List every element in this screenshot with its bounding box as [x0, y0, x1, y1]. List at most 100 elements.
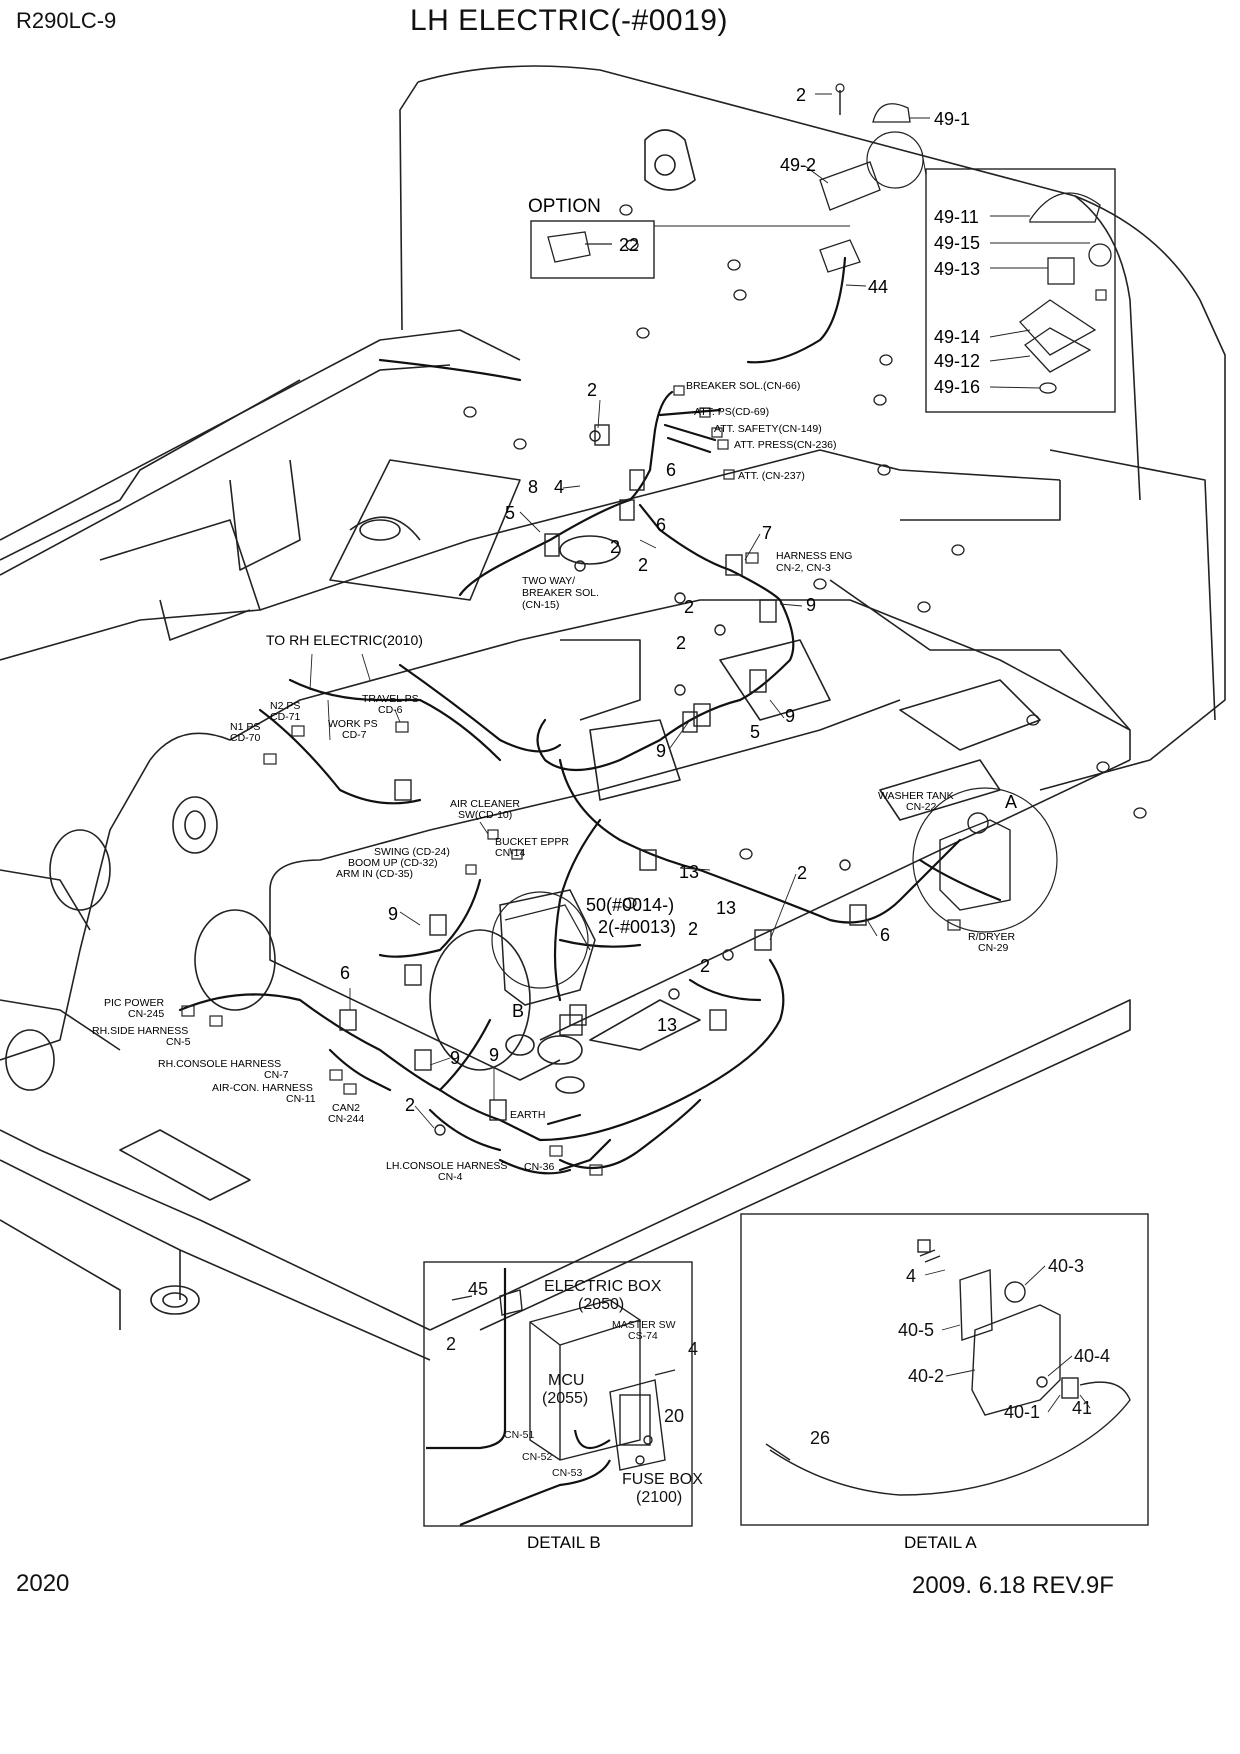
callout-label: ATT. PRESS(CN-236)	[734, 439, 837, 451]
callout-label: WASHER TANK	[878, 790, 954, 802]
callout-label: 6	[340, 963, 350, 983]
option-box: OPTION 22	[528, 196, 850, 279]
callout-label: 2	[587, 380, 597, 400]
callout-label: SW(CD-10)	[458, 809, 512, 821]
clamps-and-bolts	[339, 424, 867, 1136]
callout-label: (CN-15)	[522, 599, 559, 611]
callout-label: CS-74	[628, 1330, 658, 1342]
callout-label: BREAKER SOL.(CN-66)	[686, 380, 800, 392]
callout-label: 49-14	[934, 327, 980, 347]
connector-plugs	[181, 385, 1058, 1176]
callout-label: CN-2, CN-3	[776, 562, 831, 574]
callout-label: 2	[446, 1334, 456, 1354]
callout-label: CAN2	[332, 1102, 360, 1114]
callout-label: A	[1005, 792, 1017, 812]
callout-label: 9	[450, 1048, 460, 1068]
callout-label: 6	[666, 460, 676, 480]
callout-label: 44	[868, 277, 888, 297]
callout-label: 49-16	[934, 377, 980, 397]
callout-label: 49-1	[934, 109, 970, 129]
upper-frame-outline	[0, 65, 1226, 1361]
callout-label: BOOM UP (CD-32)	[348, 857, 438, 869]
callout-label: 49-11	[934, 207, 979, 227]
callout-label: LH.CONSOLE HARNESS	[386, 1160, 507, 1172]
callout-label: CN-5	[166, 1036, 191, 1048]
callout-label: 9	[785, 706, 795, 726]
callout-label: CN-52	[522, 1451, 553, 1463]
callout-label: CN-53	[552, 1467, 583, 1479]
callout-label: HARNESS ENG	[776, 550, 852, 562]
callout-label: 13	[657, 1015, 677, 1035]
callout-label: 9	[489, 1045, 499, 1065]
callout-label: 2	[700, 956, 710, 976]
callout-label: 9	[656, 741, 666, 761]
callout-label: 45	[468, 1279, 488, 1299]
callout-label: CN-11	[286, 1093, 316, 1105]
callout-label: 49-13	[934, 259, 980, 279]
callout-label: 7	[762, 523, 772, 543]
callout-label: 5	[505, 503, 515, 523]
callout-label: 5	[750, 722, 760, 742]
callout-label: 8	[528, 477, 538, 497]
callout-label: 49-12	[934, 351, 980, 371]
wire-harness	[178, 256, 1002, 1175]
callout-label: 4	[688, 1339, 698, 1359]
detail-b: ELECTRIC BOX (2050) MCU (2055) FUSE BOX …	[423, 1261, 703, 1552]
callout-label: (2050)	[578, 1296, 624, 1313]
callout-label: 6	[656, 515, 666, 535]
callout-label: ELECTRIC BOX	[544, 1278, 662, 1295]
callout-label: RH.SIDE HARNESS	[92, 1025, 188, 1037]
revision-date: 2009. 6.18 REV.9F	[912, 1572, 1114, 1599]
callout-label: (2100)	[636, 1489, 682, 1506]
callout-label: 49-15	[934, 233, 980, 253]
callout-label: SWING (CD-24)	[374, 846, 450, 858]
callout-label: EARTH	[510, 1109, 545, 1121]
callout-label: AIR-CON. HARNESS	[212, 1082, 313, 1094]
callout-numbers: 2 8 4 5 6 6 7 2 2 9 2 2 5 9 9 13 13 2 6 …	[340, 380, 1017, 1115]
callout-label: 6	[880, 925, 890, 945]
callout-label: 20	[664, 1406, 684, 1426]
callout-label: 40-5	[898, 1320, 934, 1340]
callout-label: CN-14	[495, 847, 526, 859]
callout-label: 2	[797, 863, 807, 883]
callout-label: 40-1	[1004, 1402, 1040, 1422]
callout-label: 2(-#0013)	[598, 917, 676, 937]
callout-label: ARM IN (CD-35)	[336, 868, 413, 880]
callout-label: WORK PS	[328, 718, 378, 730]
callout-label: B	[512, 1001, 524, 1021]
callout-label: 41	[1072, 1398, 1092, 1418]
page-number: 2020	[16, 1570, 70, 1597]
callout-label: MASTER SW	[612, 1319, 676, 1331]
callout-label: 40-4	[1074, 1346, 1110, 1366]
callout-label: CN-36	[524, 1161, 555, 1173]
callout-label: 4	[906, 1266, 916, 1286]
beacon-detail: 49-11 49-15 49-13 49-14 49-12 49-16 2 49…	[780, 83, 1116, 413]
callout-label: CN-245	[128, 1008, 164, 1020]
callout-label: CD-6	[378, 704, 403, 716]
callout-label: 13	[679, 862, 699, 882]
callout-label: 2	[638, 555, 648, 575]
callout-label: 4	[554, 477, 564, 497]
callout-label: 40-2	[908, 1366, 944, 1386]
callout-label: CN-51	[504, 1429, 535, 1441]
callout-label: 49-2	[780, 155, 816, 175]
callout-label: 50(#0014-)	[586, 895, 674, 915]
page-title: LH ELECTRIC(-#0019)	[410, 4, 728, 37]
callout-label: CN-4	[438, 1171, 463, 1183]
callout-label: FUSE BOX	[622, 1471, 703, 1488]
callout-label: 26	[810, 1428, 830, 1448]
callout-label: 40-3	[1048, 1256, 1084, 1276]
callout-label: PIC POWER	[104, 997, 165, 1009]
option-label: OPTION	[528, 196, 601, 217]
callout-label: CN-29	[978, 942, 1009, 954]
callout-label: MCU	[548, 1372, 584, 1389]
connector-labels: BREAKER SOL.(CN-66) ATT. PS(CD-69) ATT. …	[92, 380, 1015, 1183]
model-number: R290LC-9	[16, 8, 117, 33]
callout-label: CD-7	[342, 729, 367, 741]
callout-label: CN-22	[906, 801, 937, 813]
callout-label: (2055)	[542, 1390, 588, 1407]
detail-a-caption: DETAIL A	[904, 1533, 977, 1552]
callout-label: CN-244	[328, 1113, 364, 1125]
callout-label: 2	[405, 1095, 415, 1115]
